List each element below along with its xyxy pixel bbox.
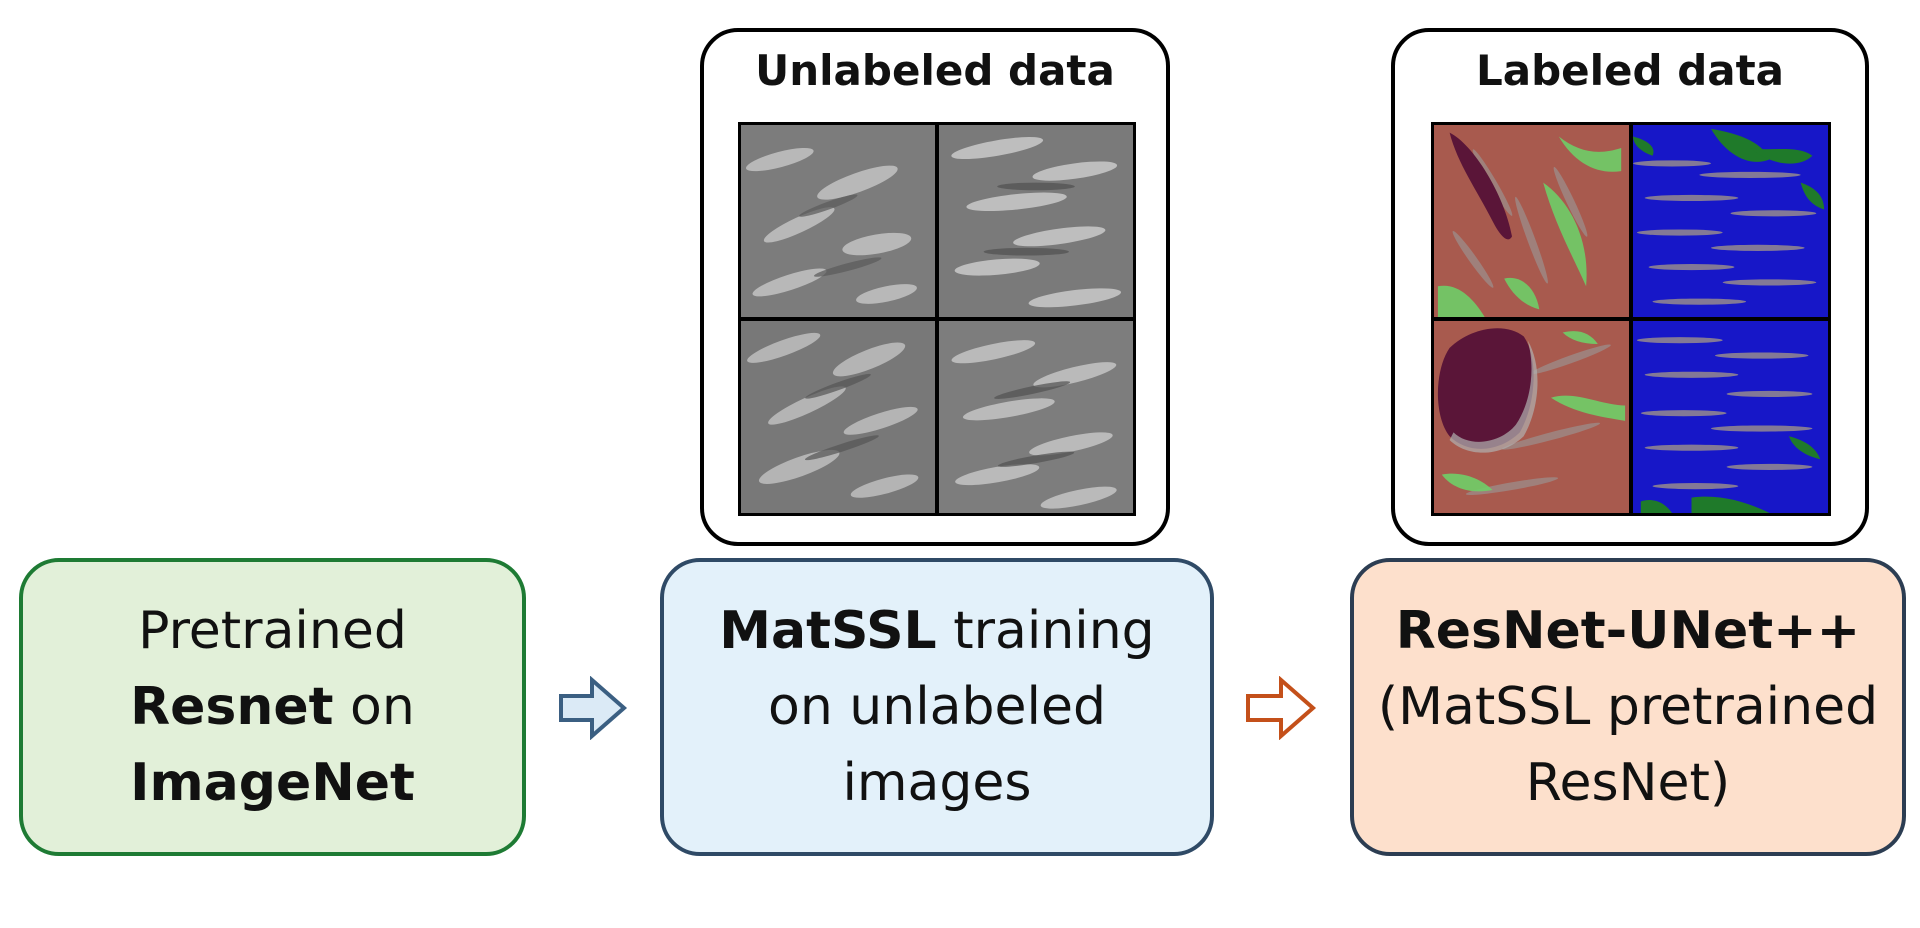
step-text: Pretrained: [138, 601, 407, 661]
step-text: on: [333, 677, 415, 737]
sem-texture-image: [741, 125, 935, 317]
step-text-line: Pretrained: [130, 593, 415, 669]
labeled-data-title: Labeled data: [1475, 46, 1785, 95]
step-text-line: ResNet): [1378, 745, 1878, 821]
unlabeled-image-tile: [741, 321, 935, 513]
step-text-bold: Resnet: [130, 677, 334, 737]
step-text-line: ImageNet: [130, 745, 415, 821]
step-text: on unlabeled: [768, 677, 1106, 737]
segmented-image: [1633, 125, 1828, 317]
labeled-data-panel: Labeled data: [1391, 28, 1869, 546]
right-arrow-icon: [559, 676, 628, 740]
segmented-image: [1434, 321, 1629, 513]
sem-texture-image: [741, 321, 935, 513]
segmented-image: [1633, 321, 1828, 513]
matssl-training-box: MatSSL training on unlabeled images: [660, 558, 1214, 856]
step-text-bold: ResNet-UNet++: [1395, 601, 1861, 661]
unlabeled-image-tile: [741, 125, 935, 317]
labeled-image-tile: [1434, 125, 1629, 317]
labeled-image-tile: [1633, 125, 1828, 317]
segmented-image: [1434, 125, 1629, 317]
labeled-image-tile: [1633, 321, 1828, 513]
labeled-image-tile: [1434, 321, 1629, 513]
step-text-bold: MatSSL: [719, 601, 937, 661]
sem-texture-image: [939, 125, 1133, 317]
unlabeled-image-tile: [939, 321, 1133, 513]
step-text: ResNet): [1525, 753, 1731, 813]
right-arrow-icon: [1246, 676, 1317, 740]
step-text-bold: ImageNet: [130, 753, 415, 813]
step-text-line: MatSSL training: [719, 593, 1154, 669]
step-text: training: [936, 601, 1155, 661]
step-text-line: ResNet-UNet++: [1378, 593, 1878, 669]
step-text: (MatSSL pretrained: [1377, 677, 1879, 737]
unlabeled-image-tile: [939, 125, 1133, 317]
unlabeled-data-panel: Unlabeled data: [700, 28, 1170, 546]
unlabeled-image-grid: [738, 122, 1136, 516]
step-text-line: on unlabeled: [719, 669, 1154, 745]
matssl-training-text: MatSSL training on unlabeled images: [719, 593, 1154, 821]
step-text-line: (MatSSL pretrained: [1378, 669, 1878, 745]
sem-texture-image: [939, 321, 1133, 513]
unlabeled-data-title: Unlabeled data: [755, 46, 1115, 95]
step-text: images: [842, 753, 1032, 813]
step-text-line: Resnet on: [130, 669, 415, 745]
step-text-line: images: [719, 745, 1154, 821]
labeled-image-grid: [1431, 122, 1831, 516]
